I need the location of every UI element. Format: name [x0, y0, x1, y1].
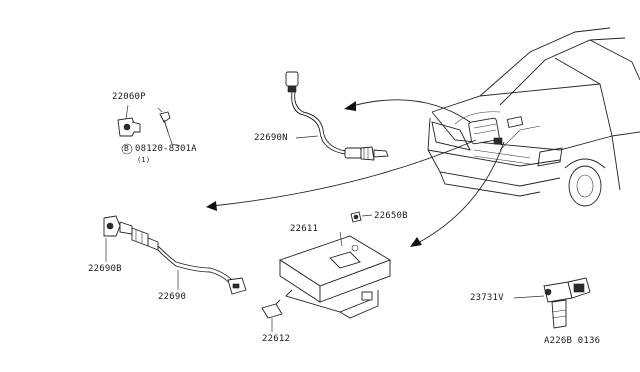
part-22650B-drawing — [350, 211, 373, 223]
label-22611: 22611 — [290, 224, 319, 234]
label-22612: 22612 — [262, 334, 291, 344]
part-22690N-drawing — [285, 71, 389, 161]
bolt-circle-letter: B — [124, 144, 130, 153]
label-bolt-qty: (1) — [137, 156, 151, 164]
label-22650B: 22650B — [374, 211, 408, 221]
label-bolt-code: 08120-8301A — [135, 144, 197, 154]
part-22612-drawing — [261, 299, 283, 332]
part-23731V-drawing — [513, 277, 591, 329]
part-22611-drawing — [278, 231, 392, 319]
label-22690: 22690 — [158, 292, 187, 302]
part-22060P-drawing — [117, 104, 181, 155]
callout-arrows — [206, 99, 505, 247]
label-22060P: 22060P — [112, 92, 146, 102]
label-22690N: 22690N — [254, 133, 288, 143]
label-23731V: 23731V — [470, 293, 504, 303]
diagram-id: A226B 0136 — [544, 336, 601, 346]
vehicle-illustration — [427, 27, 640, 207]
part-22690-drawing — [103, 215, 247, 295]
label-22690B: 22690B — [88, 264, 122, 274]
